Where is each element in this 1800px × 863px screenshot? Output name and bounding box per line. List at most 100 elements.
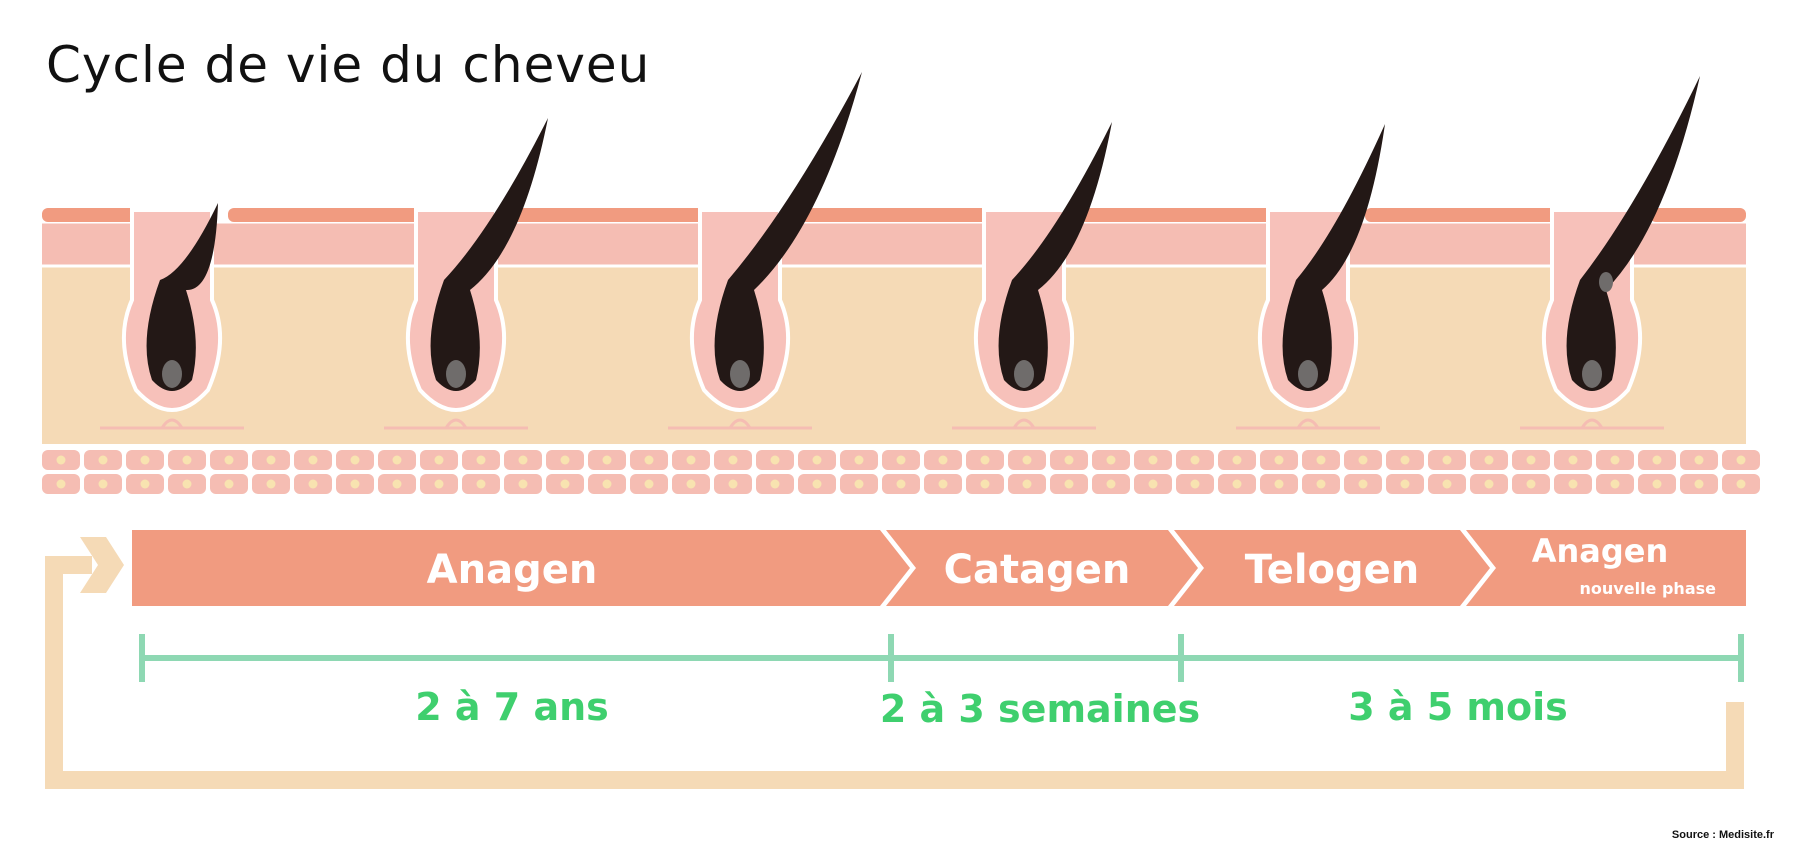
phase-telogen-chevron	[1174, 530, 1490, 606]
skin-surface-segments	[42, 208, 1746, 222]
hair-follicle	[668, 72, 862, 430]
cell-nucleus	[140, 479, 150, 489]
hair-follicle	[1520, 76, 1700, 430]
cell-nucleus	[350, 479, 360, 489]
cell-nucleus	[686, 455, 696, 465]
cell-nucleus	[812, 479, 822, 489]
cell-nucleus	[182, 479, 192, 489]
cell-nucleus	[56, 479, 66, 489]
cell-nucleus	[1568, 455, 1578, 465]
hair-shaft	[1566, 76, 1700, 391]
basal-cell-rows	[42, 450, 1760, 494]
cell-nucleus	[1568, 479, 1578, 489]
hair-follicles	[100, 72, 1700, 430]
cell-nucleus	[1274, 455, 1284, 465]
cell-nucleus	[1190, 455, 1200, 465]
cell-nucleus	[224, 479, 234, 489]
cell-nucleus	[686, 479, 696, 489]
duration-timeline: 2 à 7 ans 2 à 3 semaines 3 à 5 mois	[139, 634, 1744, 731]
cell-nucleus	[1148, 479, 1158, 489]
skin-layers	[42, 220, 1746, 444]
cell-nucleus	[1652, 479, 1662, 489]
page-title: Cycle de vie du cheveu	[46, 36, 651, 94]
cycle-return-arrow	[45, 537, 1744, 789]
dermis-layer	[42, 262, 1746, 444]
hair-follicle	[100, 203, 244, 430]
cell-nucleus	[896, 479, 906, 489]
cell-nucleus	[1610, 479, 1620, 489]
cell-nucleus	[434, 455, 444, 465]
cell-nucleus	[560, 479, 570, 489]
hair-follicle	[384, 118, 548, 430]
hair-shaft	[714, 72, 862, 391]
cell-nucleus	[1400, 479, 1410, 489]
cell-nucleus	[518, 479, 528, 489]
phase-bar: Anagen Catagen Telogen Anagen nouvelle p…	[132, 530, 1746, 606]
hair-bulb	[1298, 360, 1318, 388]
cell-nucleus	[1610, 455, 1620, 465]
cell-nucleus	[224, 455, 234, 465]
hair-bulb	[162, 360, 182, 388]
source-credit: Source : Medisite.fr	[1671, 829, 1774, 841]
cell-nucleus	[1316, 455, 1326, 465]
cell-nucleus	[1526, 455, 1536, 465]
hair-shaft	[998, 122, 1112, 391]
loop-arrowhead-icon	[80, 537, 124, 593]
phase-label-anagen: Anagen	[427, 547, 598, 593]
cell-nucleus	[308, 455, 318, 465]
hair-follicle	[952, 122, 1112, 430]
duration-telogen: 3 à 5 mois	[1348, 685, 1568, 729]
cell-nucleus	[182, 455, 192, 465]
cell-nucleus	[938, 455, 948, 465]
cell-nucleus	[644, 455, 654, 465]
cell-nucleus	[1022, 479, 1032, 489]
cell-nucleus	[1442, 479, 1452, 489]
cell-nucleus	[728, 455, 738, 465]
cell-nucleus	[1022, 455, 1032, 465]
cell-nucleus	[728, 479, 738, 489]
cell-nucleus	[1316, 479, 1326, 489]
cell-nucleus	[434, 479, 444, 489]
cell-nucleus	[1148, 455, 1158, 465]
cell-nucleus	[938, 479, 948, 489]
cell-nucleus	[476, 455, 486, 465]
cell-nucleus	[980, 455, 990, 465]
hair-bulb	[730, 360, 750, 388]
old-hair-bulb	[1599, 272, 1613, 292]
cell-nucleus	[350, 455, 360, 465]
cell-nucleus	[98, 479, 108, 489]
cell-nucleus	[1736, 479, 1746, 489]
cell-nucleus	[518, 455, 528, 465]
cell-nucleus	[896, 455, 906, 465]
cell-nucleus	[1484, 455, 1494, 465]
cell-nucleus	[1694, 455, 1704, 465]
epidermis-layer	[42, 222, 1746, 266]
cell-nucleus	[812, 455, 822, 465]
phase-label-telogen: Telogen	[1245, 547, 1420, 593]
hair-shaft	[1282, 124, 1385, 391]
duration-catagen: 2 à 3 semaines	[880, 687, 1200, 731]
cell-nucleus	[1274, 479, 1284, 489]
cell-nucleus	[1442, 455, 1452, 465]
cell-nucleus	[1232, 479, 1242, 489]
cell-nucleus	[476, 479, 486, 489]
cell-nucleus	[1232, 455, 1242, 465]
cell-nucleus	[56, 455, 66, 465]
hair-follicle	[1236, 124, 1385, 430]
cell-nucleus	[602, 479, 612, 489]
cell-nucleus	[1064, 479, 1074, 489]
cell-nucleus	[1190, 479, 1200, 489]
surface-segment	[1650, 208, 1746, 222]
phase-label-new-anagen: Anagen	[1532, 532, 1669, 570]
cell-nucleus	[644, 479, 654, 489]
cell-nucleus	[1484, 479, 1494, 489]
cell-nucleus	[1106, 455, 1116, 465]
phase-label-catagen: Catagen	[944, 547, 1131, 593]
hair-bulb	[1582, 360, 1602, 388]
cell-nucleus	[1400, 455, 1410, 465]
cell-nucleus	[1526, 479, 1536, 489]
cell-nucleus	[266, 455, 276, 465]
cell-nucleus	[602, 455, 612, 465]
phase-sublabel-new-anagen: nouvelle phase	[1580, 579, 1717, 598]
